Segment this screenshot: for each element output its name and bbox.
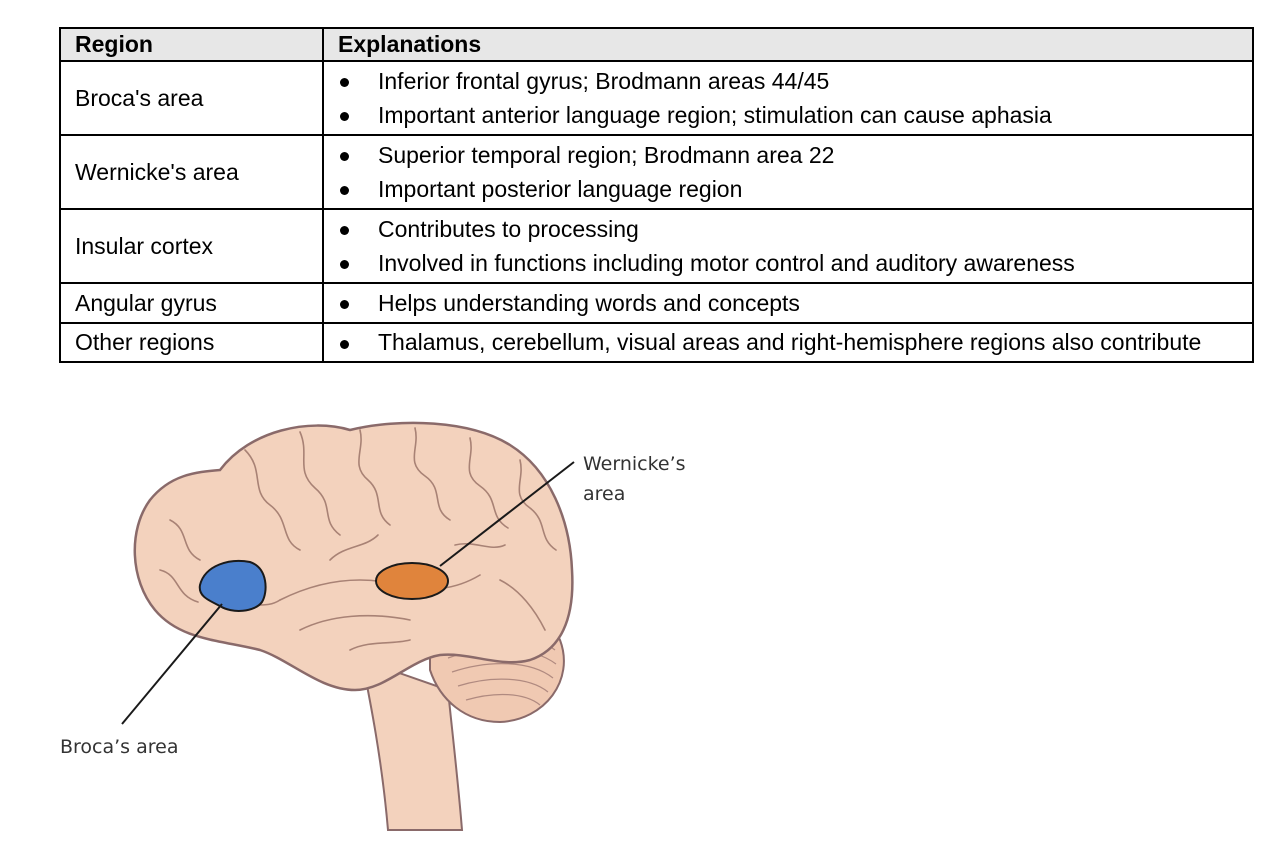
region-cell: Insular cortex	[59, 208, 324, 284]
region-cell: Wernicke's area	[59, 134, 324, 210]
region-cell: Angular gyrus	[59, 282, 324, 324]
bullet-list: Inferior frontal gyrus; Brodmann areas 4…	[324, 62, 1252, 134]
explanation-cell: Contributes to processing Involved in fu…	[322, 208, 1254, 284]
bullet-item: Contributes to processing	[324, 212, 1252, 246]
bullet-list: Contributes to processing Involved in fu…	[324, 210, 1252, 282]
bullet-list: Helps understanding words and concepts	[324, 284, 1252, 322]
cerebrum	[133, 421, 574, 692]
bullet-item: Inferior frontal gyrus; Brodmann areas 4…	[324, 64, 1252, 98]
header-explanations: Explanations	[322, 27, 1254, 62]
bullet-item: Thalamus, cerebellum, visual areas and r…	[324, 326, 1252, 359]
table-row: Insular cortex Contributes to processing…	[59, 208, 1254, 284]
region-cell: Broca's area	[59, 60, 324, 136]
explanation-cell: Superior temporal region; Brodmann area …	[322, 134, 1254, 210]
bullet-item: Involved in functions including motor co…	[324, 246, 1252, 280]
header-region: Region	[59, 27, 324, 62]
bullet-item: Superior temporal region; Brodmann area …	[324, 138, 1252, 172]
table-header-row: Region Explanations	[59, 27, 1254, 62]
wernicke-label-line1: Wernicke’s	[583, 453, 686, 475]
bullet-list: Thalamus, cerebellum, visual areas and r…	[324, 324, 1252, 361]
bullet-item: Important posterior language region	[324, 172, 1252, 206]
broca-area-highlight	[198, 559, 267, 612]
bullet-list: Superior temporal region; Brodmann area …	[324, 136, 1252, 208]
table-row: Wernicke's area Superior temporal region…	[59, 134, 1254, 210]
broca-label: Broca’s area	[60, 736, 179, 758]
table-row: Other regions Thalamus, cerebellum, visu…	[59, 322, 1254, 363]
brain-folds	[159, 427, 557, 651]
wernicke-leader-line	[439, 461, 575, 567]
table-row: Angular gyrus Helps understanding words …	[59, 282, 1254, 324]
bullet-item: Important anterior language region; stim…	[324, 98, 1252, 132]
region-cell: Other regions	[59, 322, 324, 363]
wernicke-label-line2: area	[583, 483, 625, 505]
explanation-cell: Inferior frontal gyrus; Brodmann areas 4…	[322, 60, 1254, 136]
bullet-item: Helps understanding words and concepts	[324, 286, 1252, 320]
regions-table: Region Explanations Broca's area Inferio…	[59, 27, 1254, 363]
wernicke-area-highlight	[375, 562, 449, 600]
broca-leader-line	[121, 603, 223, 725]
brain-figure: Wernicke’s area Broca’s area	[60, 421, 686, 831]
explanation-cell: Helps understanding words and concepts	[322, 282, 1254, 324]
table-row: Broca's area Inferior frontal gyrus; Bro…	[59, 60, 1254, 136]
explanation-cell: Thalamus, cerebellum, visual areas and r…	[322, 322, 1254, 363]
brainstem	[360, 658, 464, 831]
